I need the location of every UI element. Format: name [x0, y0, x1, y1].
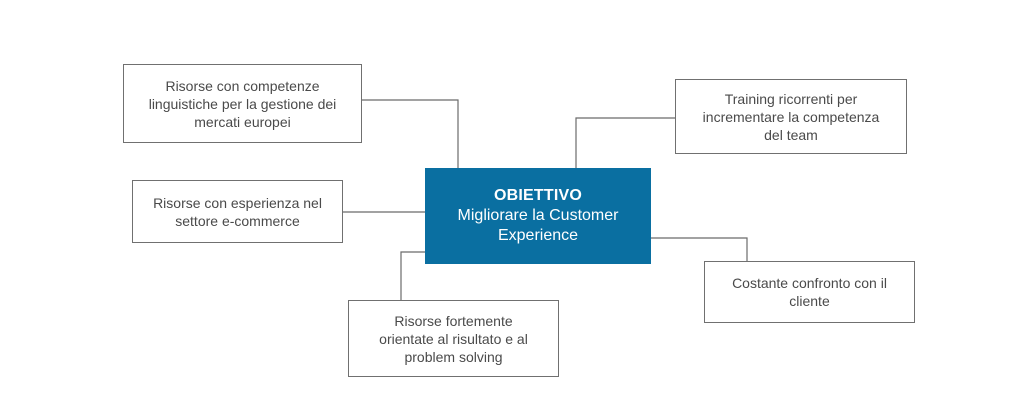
node-training-text: Training ricorrenti per incrementare la …: [702, 90, 880, 143]
node-linguistic: Risorse con competenze linguistiche per …: [123, 64, 362, 143]
node-client: Costante confronto con il cliente: [704, 261, 915, 323]
node-results-text: Risorse fortemente orientate al risultat…: [379, 312, 528, 365]
connector-linguistic: [362, 99, 459, 168]
node-results: Risorse fortemente orientate al risultat…: [348, 300, 559, 377]
objective-title: OBIETTIVO: [493, 187, 583, 204]
objective-box: OBIETTIVO Migliorare la Customer Experie…: [425, 168, 651, 264]
node-ecommerce: Risorse con esperienza nel settore e-com…: [132, 180, 343, 243]
connector-training: [575, 117, 675, 168]
node-linguistic-text: Risorse con competenze linguistiche per …: [148, 77, 337, 130]
connector-results: [400, 251, 425, 300]
node-client-text: Costante confronto con il cliente: [732, 275, 887, 309]
connector-client: [651, 237, 748, 261]
node-ecommerce-text: Risorse con esperienza nel settore e-com…: [153, 194, 322, 229]
objective-subtitle: Migliorare la Customer Experience: [457, 207, 619, 244]
node-training: Training ricorrenti per incrementare la …: [675, 79, 907, 154]
